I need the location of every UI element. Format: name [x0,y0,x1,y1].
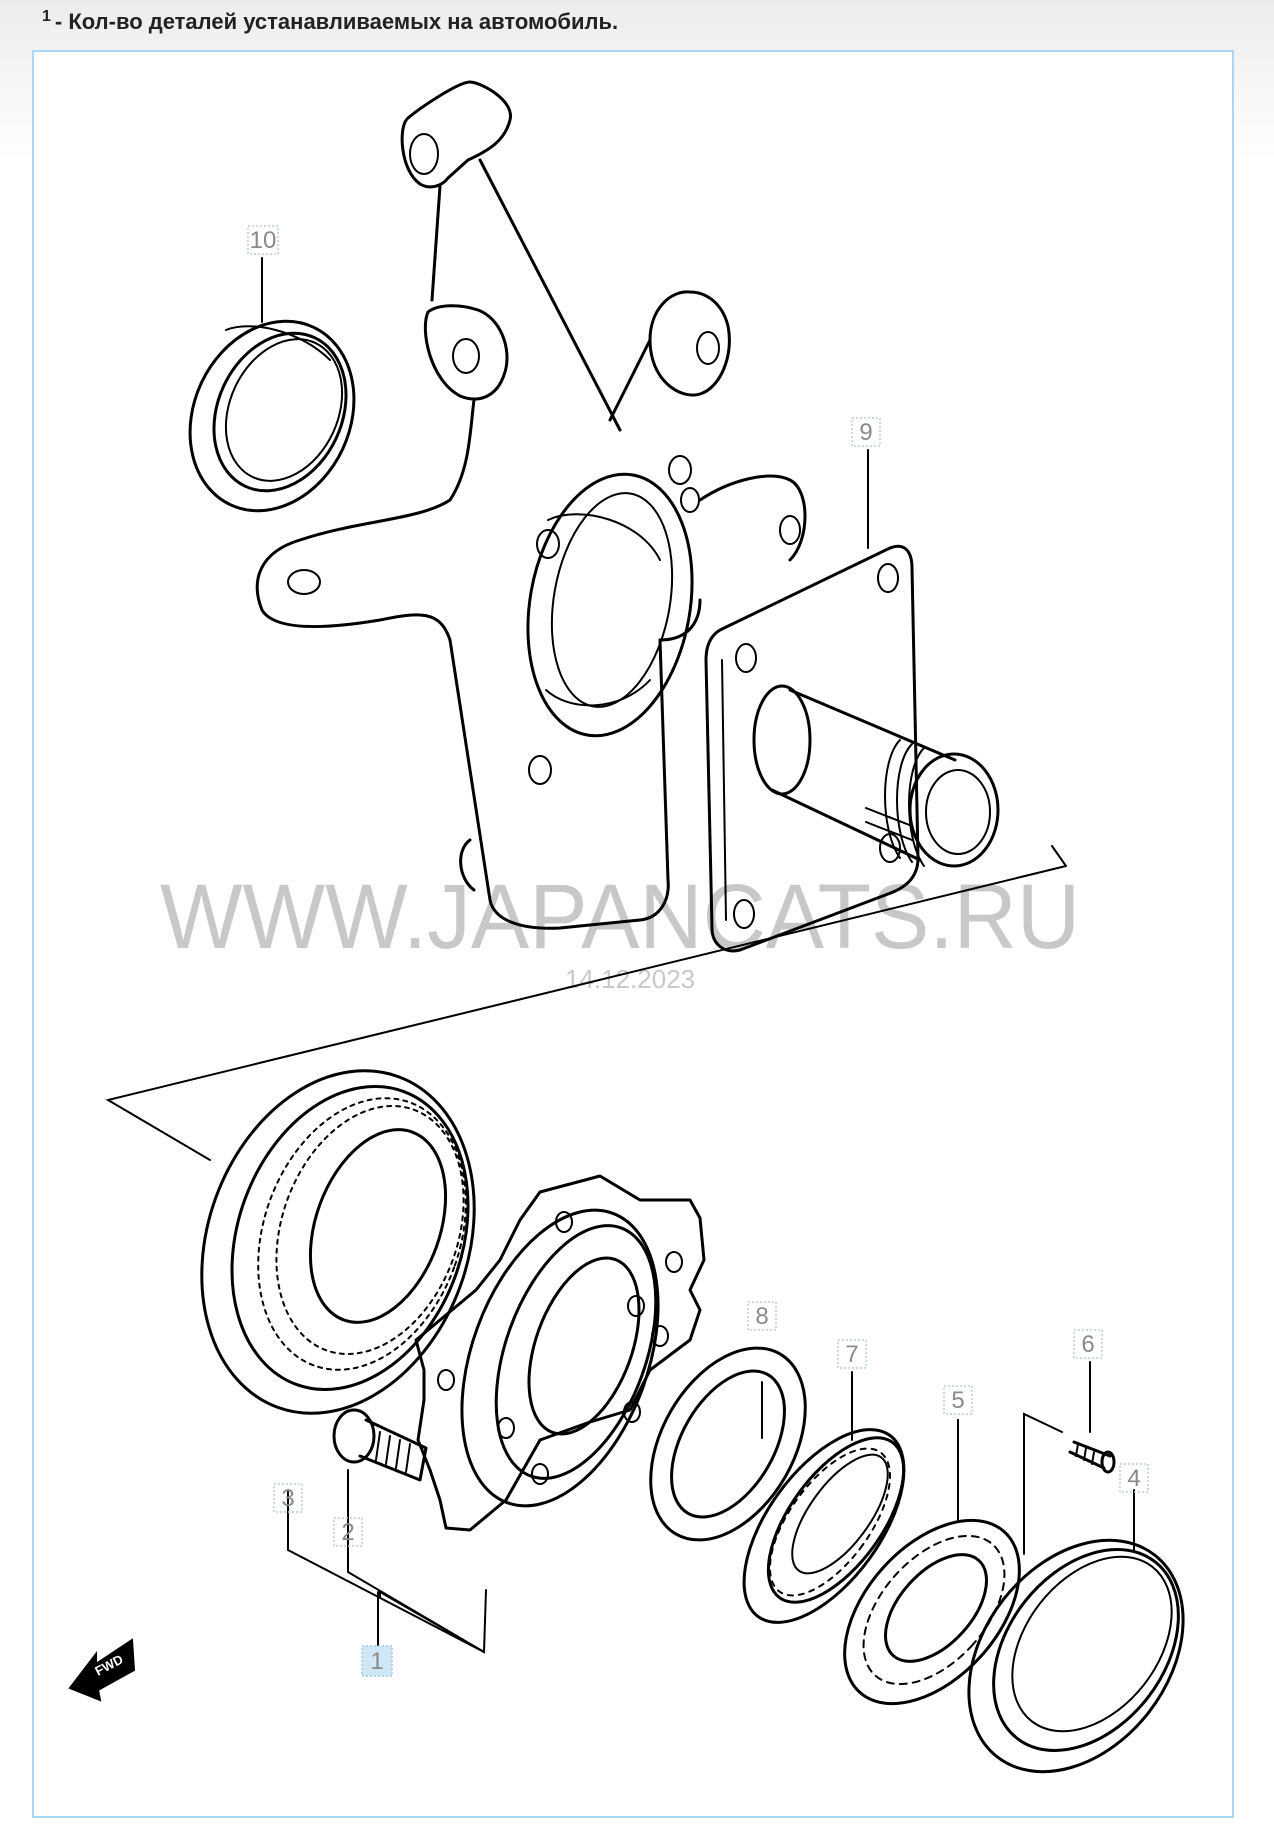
quantity-note: 1- Кол-во деталей устанавливаемых на авт… [42,8,618,35]
svg-text:4: 4 [1127,1465,1140,1492]
part-7-bearing [742,1428,906,1624]
svg-text:7: 7 [845,1341,858,1368]
callout-6[interactable]: 6 [1073,1329,1103,1359]
callout-4[interactable]: 4 [1119,1463,1149,1493]
svg-text:1: 1 [370,1648,383,1675]
wheel-hub [414,1174,706,1532]
fwd-arrow-icon: FWD [68,1638,136,1702]
svg-text:5: 5 [951,1387,964,1414]
part-3-abs-tone-ring [200,1069,476,1415]
part-10-oil-seal [188,319,356,513]
svg-text:3: 3 [281,1485,294,1512]
svg-text:9: 9 [859,419,872,446]
watermark-date: 14.12.2023 [565,964,695,994]
callout-8[interactable]: 8 [747,1301,777,1331]
part-6-screw [1068,1440,1116,1474]
part-5-bearing [843,1518,1021,1706]
steering-knuckle [255,80,807,930]
note-text: - Кол-во деталей устанавливаемых на авто… [54,9,619,34]
svg-text:8: 8 [755,1303,768,1330]
callout-5[interactable]: 5 [943,1385,973,1415]
part-2-wheel-stud [332,1408,428,1482]
diagram-frame [32,50,1234,1818]
exploded-guide-lines [105,845,1067,1161]
svg-text:2: 2 [341,1519,354,1546]
part-9-spindle [704,544,1000,953]
callout-3[interactable]: 3 [273,1483,303,1513]
svg-text:6: 6 [1081,1331,1094,1358]
watermark-site: WWW.JAPANCATS.RU [160,866,1080,968]
svg-text:10: 10 [250,227,277,254]
part-4-oil-seal [967,1538,1185,1774]
callout-7[interactable]: 7 [837,1339,867,1369]
callout-1[interactable]: 1 [361,1645,393,1677]
part-8-washer [649,1346,807,1542]
callout-10[interactable]: 10 [247,225,279,255]
callout-9[interactable]: 9 [851,417,881,447]
note-marker: 1 [42,8,51,25]
callout-2[interactable]: 2 [333,1517,363,1547]
